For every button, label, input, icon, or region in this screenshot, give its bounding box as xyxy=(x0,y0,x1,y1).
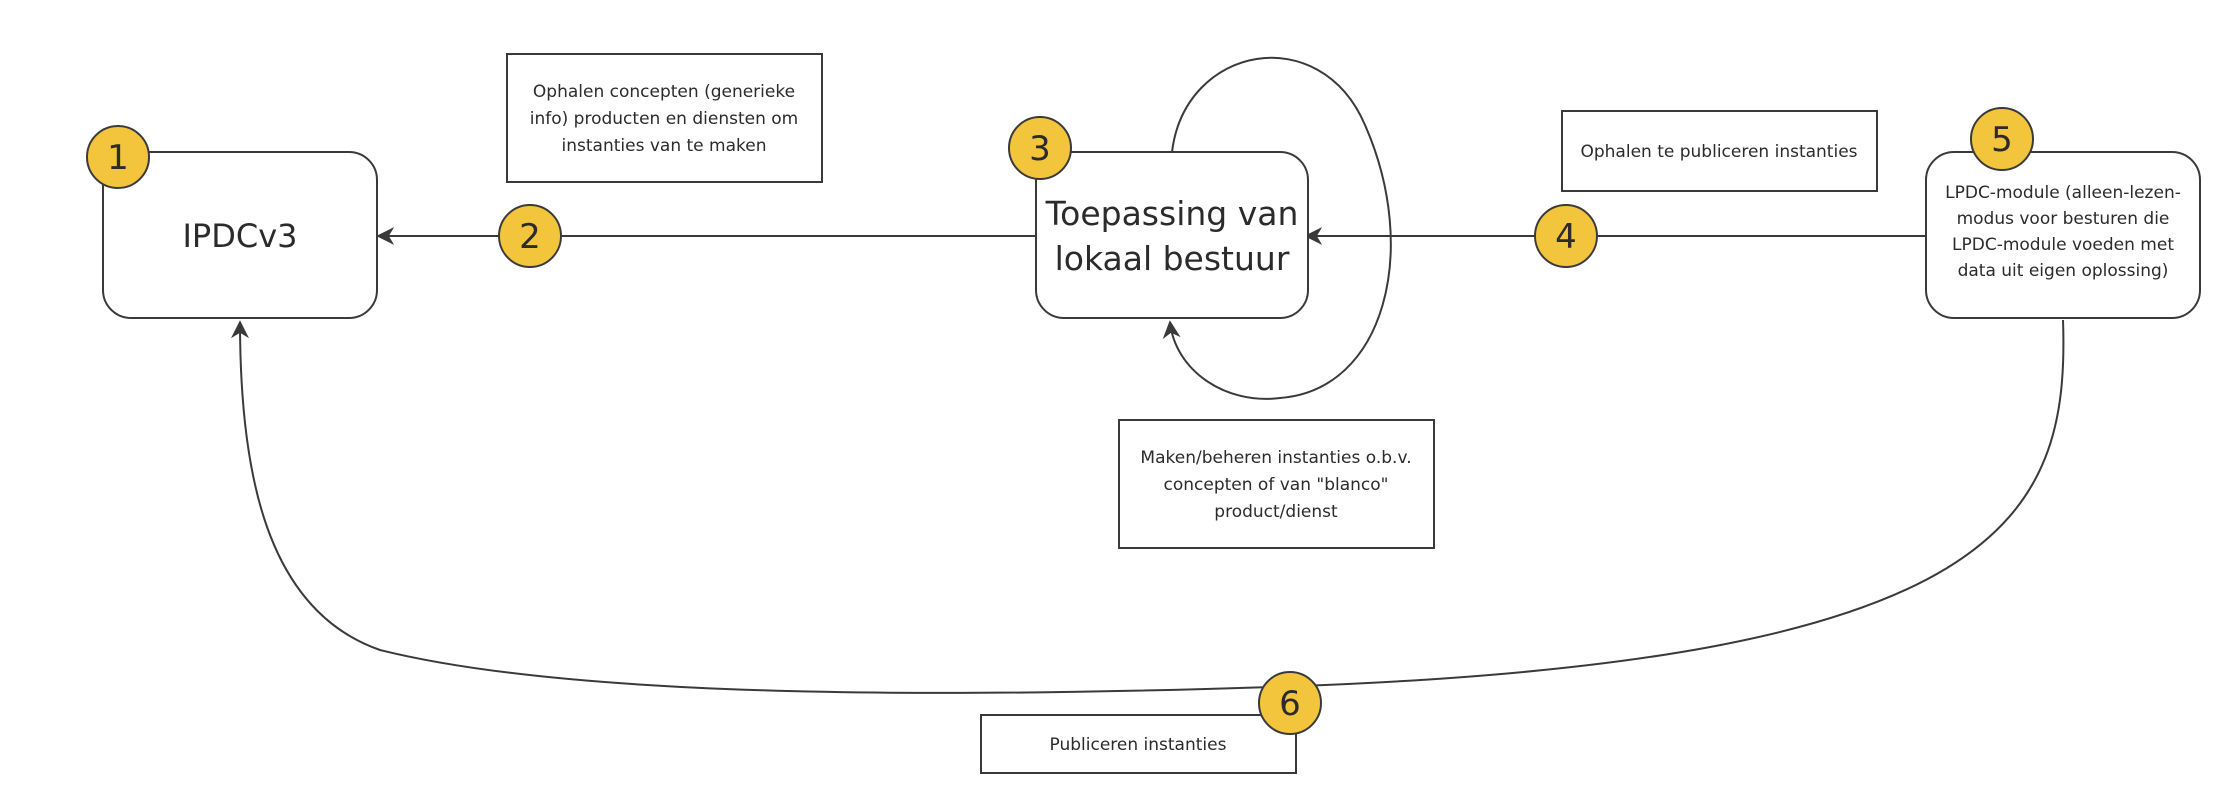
node-ipdcv3: IPDCv3 xyxy=(102,151,378,319)
step-badge-6: 6 xyxy=(1258,671,1322,735)
note-maken-beheren-line-2: concepten of van "blanco" xyxy=(1164,475,1389,495)
node-ipdcv3-label: IPDCv3 xyxy=(182,217,297,255)
step-badge-5: 5 xyxy=(1970,107,2034,171)
step-badge-2: 2 xyxy=(498,204,562,268)
note-ophalen-concepten: Ophalen concepten (generieke info) produ… xyxy=(506,53,823,183)
note-ophalen-publiceren-line-1: Ophalen te publiceren instanties xyxy=(1580,142,1857,162)
node-toepassing-label-line-2: lokaal bestuur xyxy=(1055,239,1290,278)
connector-self-loop xyxy=(1162,56,1392,400)
step-badge-1: 1 xyxy=(86,125,150,189)
note-ophalen-concepten-line-1: Ophalen concepten (generieke xyxy=(533,82,795,102)
step-badge-2-label: 2 xyxy=(519,217,541,257)
step-badge-4: 4 xyxy=(1534,204,1598,268)
node-toepassing: Toepassing van lokaal bestuur xyxy=(1035,151,1309,319)
node-lpdc-module: LPDC-module (alleen-lezen- modus voor be… xyxy=(1925,151,2201,319)
note-publiceren-line-1: Publiceren instanties xyxy=(1050,735,1227,755)
step-badge-3: 3 xyxy=(1008,116,1072,180)
node-lpdc-label-line-4: data uit eigen oplossing) xyxy=(1958,261,2169,281)
note-ophalen-concepten-line-2: info) producten en diensten om xyxy=(530,109,798,129)
note-maken-beheren: Maken/beheren instanties o.b.v. concepte… xyxy=(1118,419,1435,549)
step-badge-1-label: 1 xyxy=(107,138,129,178)
node-lpdc-label-line-3: LPDC-module voeden met xyxy=(1952,235,2174,255)
node-lpdc-label-line-2: modus voor besturen die xyxy=(1957,209,2170,229)
step-badge-5-label: 5 xyxy=(1991,120,2013,160)
step-badge-4-label: 4 xyxy=(1555,217,1577,257)
node-toepassing-label-line-1: Toepassing van xyxy=(1045,194,1299,233)
step-badge-6-label: 6 xyxy=(1279,684,1301,724)
node-lpdc-label-line-1: LPDC-module (alleen-lezen- xyxy=(1945,183,2181,203)
note-publiceren: Publiceren instanties xyxy=(980,714,1297,774)
connector-lpdc-to-ipdc xyxy=(231,319,2065,694)
note-maken-beheren-line-1: Maken/beheren instanties o.b.v. xyxy=(1140,448,1411,468)
note-ophalen-concepten-line-3: instanties van te maken xyxy=(562,136,767,156)
note-ophalen-publiceren: Ophalen te publiceren instanties xyxy=(1561,110,1878,192)
note-maken-beheren-line-3: product/dienst xyxy=(1214,502,1338,522)
step-badge-3-label: 3 xyxy=(1029,129,1051,169)
